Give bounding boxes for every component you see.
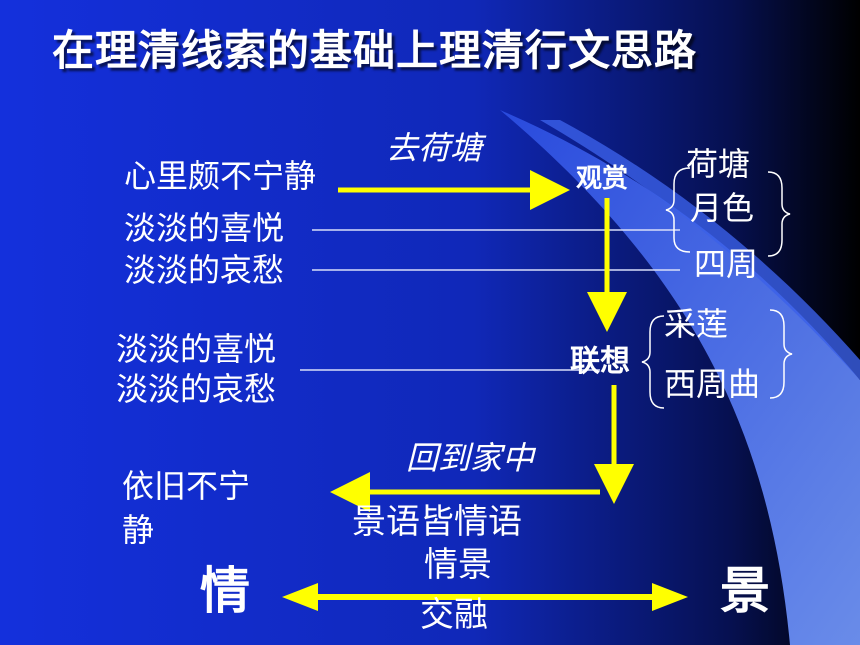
blend-text-line1: 情景 xyxy=(424,545,492,585)
blend-arrow-right-head xyxy=(652,583,688,611)
return-label: 回到家中 xyxy=(406,439,535,477)
associate-item-lotus-picking: 采莲 xyxy=(664,305,729,343)
start-state-text: 心里颇不宁静 xyxy=(124,157,317,195)
blend-arrow-left-head xyxy=(282,583,318,611)
associate-brace-right xyxy=(769,309,793,399)
blend-text-line2: 交融 xyxy=(420,595,488,635)
view-item-lotus-pond: 荷塘 xyxy=(686,145,751,183)
second-joy-text: 淡淡的喜悦 xyxy=(116,330,277,368)
go-label: 去荷塘 xyxy=(386,129,483,167)
view-brace-right xyxy=(767,171,791,257)
emotion-word: 情 xyxy=(200,562,250,620)
slide-title: 在理清线索的基础上理清行文思路 xyxy=(52,26,698,75)
associate-node: 联想 xyxy=(570,344,630,379)
view-item-surroundings: 四周 xyxy=(694,245,759,283)
decorative-swoosh xyxy=(500,110,860,645)
associate-brace-left xyxy=(641,315,665,409)
first-joy-text: 淡淡的喜悦 xyxy=(124,209,285,247)
scene-emotion-note: 景语皆情语 xyxy=(352,502,522,542)
view-node: 观赏 xyxy=(576,164,629,194)
view-brace-left xyxy=(665,167,691,253)
end-state-text-line1: 依旧不宁 xyxy=(122,467,251,505)
end-state-text-line2: 静 xyxy=(122,511,155,549)
second-sorrow-text: 淡淡的哀愁 xyxy=(116,370,277,408)
view-item-moonlight: 月色 xyxy=(690,189,755,227)
scene-word: 景 xyxy=(720,562,770,620)
associate-item-xizhou-song: 西周曲 xyxy=(664,365,761,403)
first-sorrow-text: 淡淡的哀愁 xyxy=(124,251,285,289)
